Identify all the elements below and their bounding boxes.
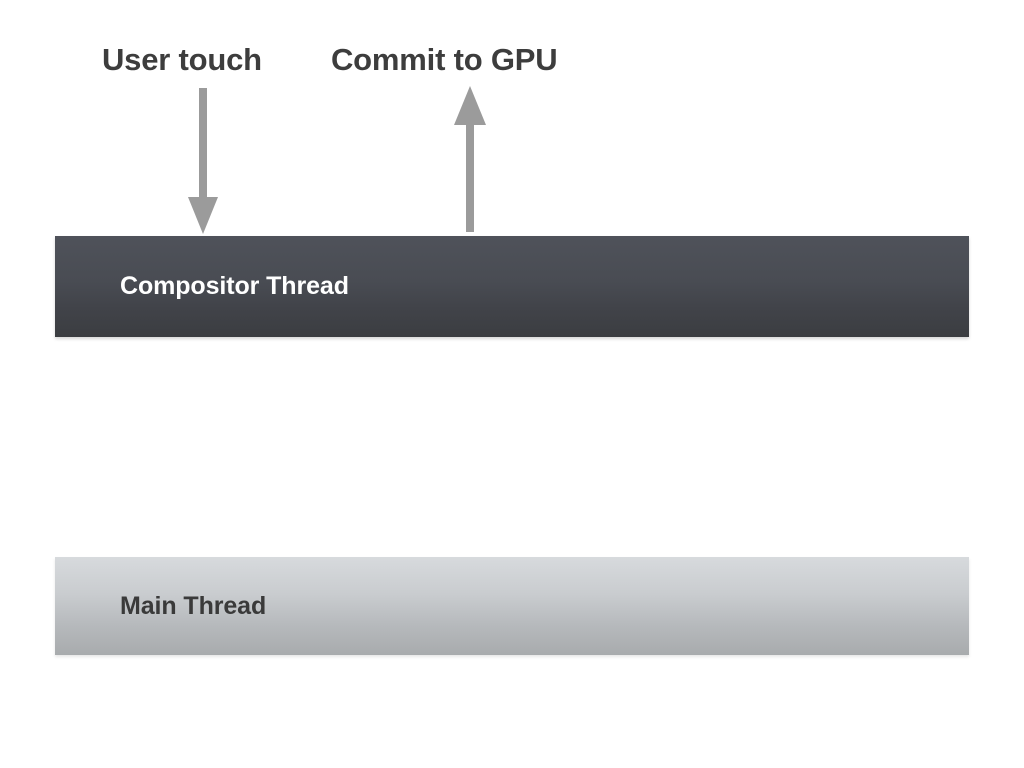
lane-label-compositor-thread: Compositor Thread [120, 272, 349, 300]
arrow-up-icon [454, 86, 486, 232]
annotation-label-commit-to-gpu: Commit to GPU [331, 42, 558, 77]
lane-compositor-thread: Compositor Thread [55, 236, 969, 337]
lane-label-main-thread: Main Thread [120, 591, 267, 620]
lane-main-thread: Main Thread [55, 557, 969, 655]
annotation-label-user-touch: User touch [102, 42, 262, 77]
arrow-down-icon [188, 88, 218, 234]
